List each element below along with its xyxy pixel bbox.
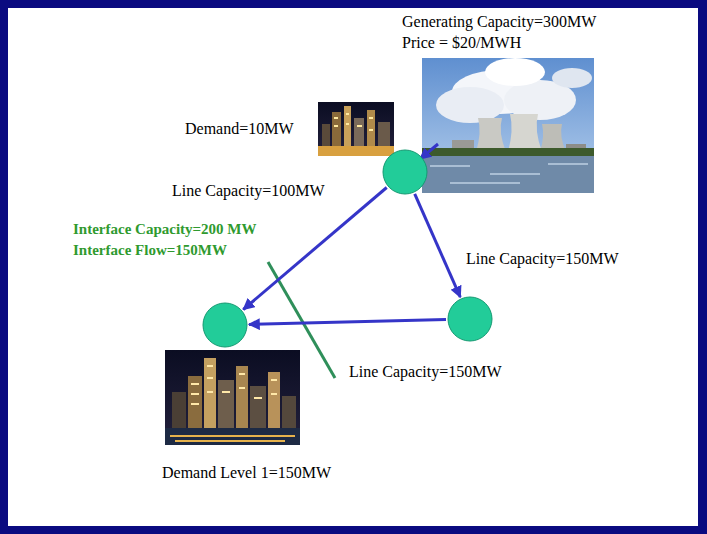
feed-arrow bbox=[420, 144, 438, 159]
line-capacity-label: Line Capacity=100MW bbox=[170, 181, 327, 200]
city-picture bbox=[318, 102, 394, 156]
bus-node bbox=[202, 302, 248, 348]
note-text: Price = $20/MWH bbox=[400, 33, 523, 52]
line-arrow bbox=[243, 188, 386, 310]
line-arrow bbox=[249, 320, 446, 325]
bus-circle-outline bbox=[382, 149, 428, 195]
bus-circle bbox=[383, 150, 427, 194]
slide-ground bbox=[8, 8, 698, 526]
line-capacity-label: Line Capacity=150MW bbox=[464, 249, 621, 268]
bus-node bbox=[447, 296, 493, 342]
bus-node bbox=[382, 149, 428, 195]
power-plant-picture bbox=[422, 58, 594, 193]
bus-circle-outline bbox=[202, 302, 248, 348]
line-arrow bbox=[415, 194, 461, 297]
bus-circle-outline bbox=[447, 296, 493, 342]
bus-circle bbox=[203, 303, 247, 347]
line-capacity-label: Line Capacity=150MW bbox=[347, 362, 504, 381]
note-text: Demand Level 1=150MW bbox=[160, 463, 333, 482]
note-text: Generating Capacity=300MW bbox=[400, 12, 598, 31]
note-text: Demand=10MW bbox=[183, 119, 296, 138]
interface-note: Interface Flow=150MW bbox=[71, 241, 229, 260]
city-picture bbox=[165, 350, 300, 445]
interface-note: Interface Capacity=200 MW bbox=[71, 220, 259, 239]
bus-circle bbox=[448, 297, 492, 341]
